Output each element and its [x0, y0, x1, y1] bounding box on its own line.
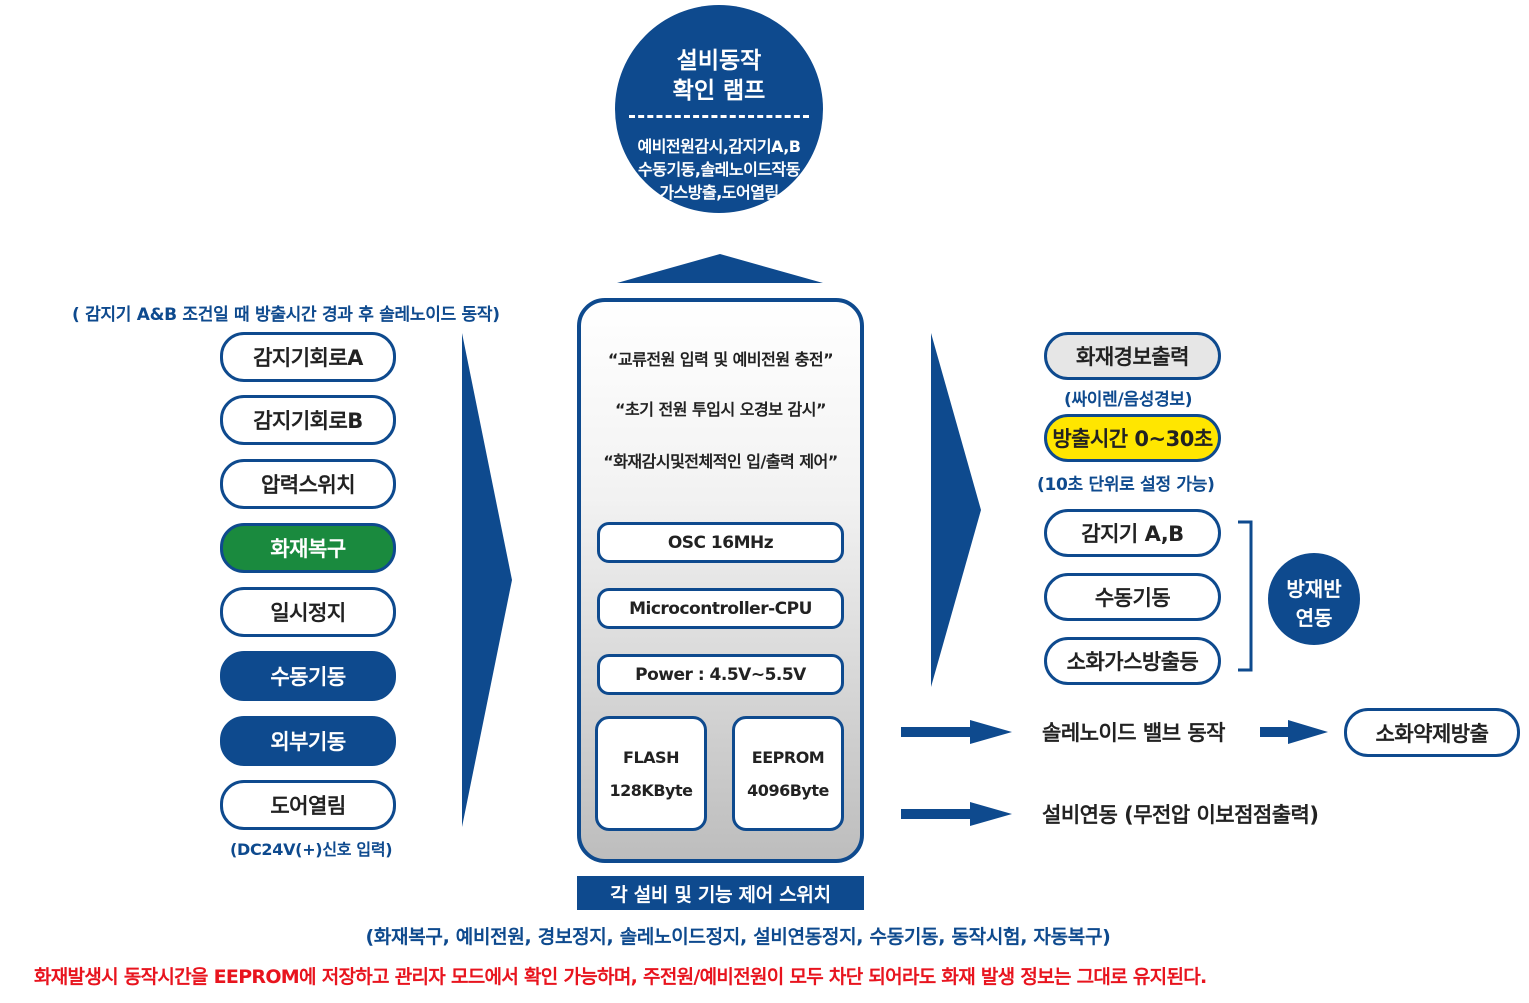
memory-eeprom: EEPROM 4096Byte — [732, 716, 844, 831]
panel-line2: 연동 — [1295, 606, 1333, 630]
panel-link-circle: 방재반 연동 — [1268, 553, 1360, 645]
memory-flash: FLASH 128KByte — [595, 716, 707, 831]
inputs-footer-note: (DC24V(+)신호 입력) — [230, 840, 393, 859]
linked-gas-discharge-lamp: 소화가스방출등 — [1044, 637, 1221, 685]
input-external-start: 외부기동 — [220, 716, 396, 766]
up-arrow — [617, 254, 823, 283]
flash-size: 128KByte — [609, 781, 693, 800]
output-solenoid: 솔레노이드 밸브 동작 — [1042, 721, 1226, 745]
linked-manual-start: 수동기동 — [1044, 573, 1221, 621]
panel-line1: 방재반 — [1286, 577, 1342, 601]
controller-quote-1: “교류전원 입력 및 예비전원 충전” — [607, 350, 834, 369]
controller-quote-2: “초기 전원 투입시 오경보 감시” — [615, 400, 826, 419]
spec-cpu: Microcontroller-CPU — [597, 588, 844, 629]
output-extinguish: 소화약제방출 — [1344, 708, 1520, 757]
lamp-title-line2: 확인 램프 — [672, 78, 766, 104]
input-door-open: 도어열림 — [220, 780, 396, 830]
controller-box: “교류전원 입력 및 예비전원 충전” “초기 전원 투입시 오경보 감시” “… — [577, 298, 864, 863]
spec-power: Power : 4.5V~5.5V — [597, 654, 844, 695]
extinguish-arrow — [1260, 720, 1328, 744]
lamp-items-line3: 가스방출,도어열림 — [659, 183, 779, 202]
output-fire-alarm: 화재경보출력 — [1044, 332, 1221, 380]
output-equipment-link: 설비연동 (무전압 이보점점출력) — [1042, 803, 1319, 827]
inputs-header-note: ( 감지기 A&B 조건일 때 방출시간 경과 후 솔레노이드 동작) — [72, 305, 500, 325]
input-chevron — [462, 333, 512, 827]
lamp-items-line2: 수동기동,솔레노이드작동 — [638, 160, 801, 179]
footer-note: 화재발생시 동작시간을 EEPROM에 저장하고 관리자 모드에서 확인 가능하… — [34, 966, 1207, 988]
input-pause: 일시정지 — [220, 587, 396, 637]
equipment-arrow — [901, 802, 1012, 826]
linked-detector-ab: 감지기 A,B — [1044, 509, 1221, 557]
solenoid-arrow — [901, 720, 1012, 744]
input-pressure-switch: 압력스위치 — [220, 459, 396, 509]
output-fire-alarm-note: (싸이렌/음성경보) — [1064, 390, 1193, 410]
switch-label: 각 설비 및 기능 제어 스위치 — [577, 876, 864, 910]
lamp-title-line1: 설비동작 — [676, 48, 762, 74]
switch-note: (화재복구, 예비전원, 경보정지, 솔레노이드정지, 설비연동정지, 수동기동… — [365, 926, 1111, 948]
controller-quote-3: “화재감시및전체적인 입/출력 제어” — [603, 452, 838, 471]
output-chevron — [931, 333, 981, 687]
eeprom-size: 4096Byte — [747, 781, 829, 800]
eeprom-name: EEPROM — [751, 748, 825, 767]
status-lamp-circle: 설비동작 확인 램프 예비전원감시,감지기A,B 수동기동,솔레노이드작동 가스… — [615, 5, 823, 213]
panel-bracket — [1238, 520, 1253, 672]
output-discharge-time: 방출시간 0~30초 — [1044, 414, 1221, 462]
input-manual-start: 수동기동 — [220, 651, 396, 701]
lamp-items-line1: 예비전원감시,감지기A,B — [637, 137, 801, 156]
input-detector-b: 감지기회로B — [220, 395, 396, 445]
input-fire-reset: 화재복구 — [220, 523, 396, 573]
lamp-divider — [629, 115, 809, 118]
spec-oscillator: OSC 16MHz — [597, 522, 844, 563]
flash-name: FLASH — [623, 748, 679, 767]
output-discharge-note: (10초 단위로 설정 가능) — [1037, 475, 1215, 495]
input-detector-a: 감지기회로A — [220, 332, 396, 382]
